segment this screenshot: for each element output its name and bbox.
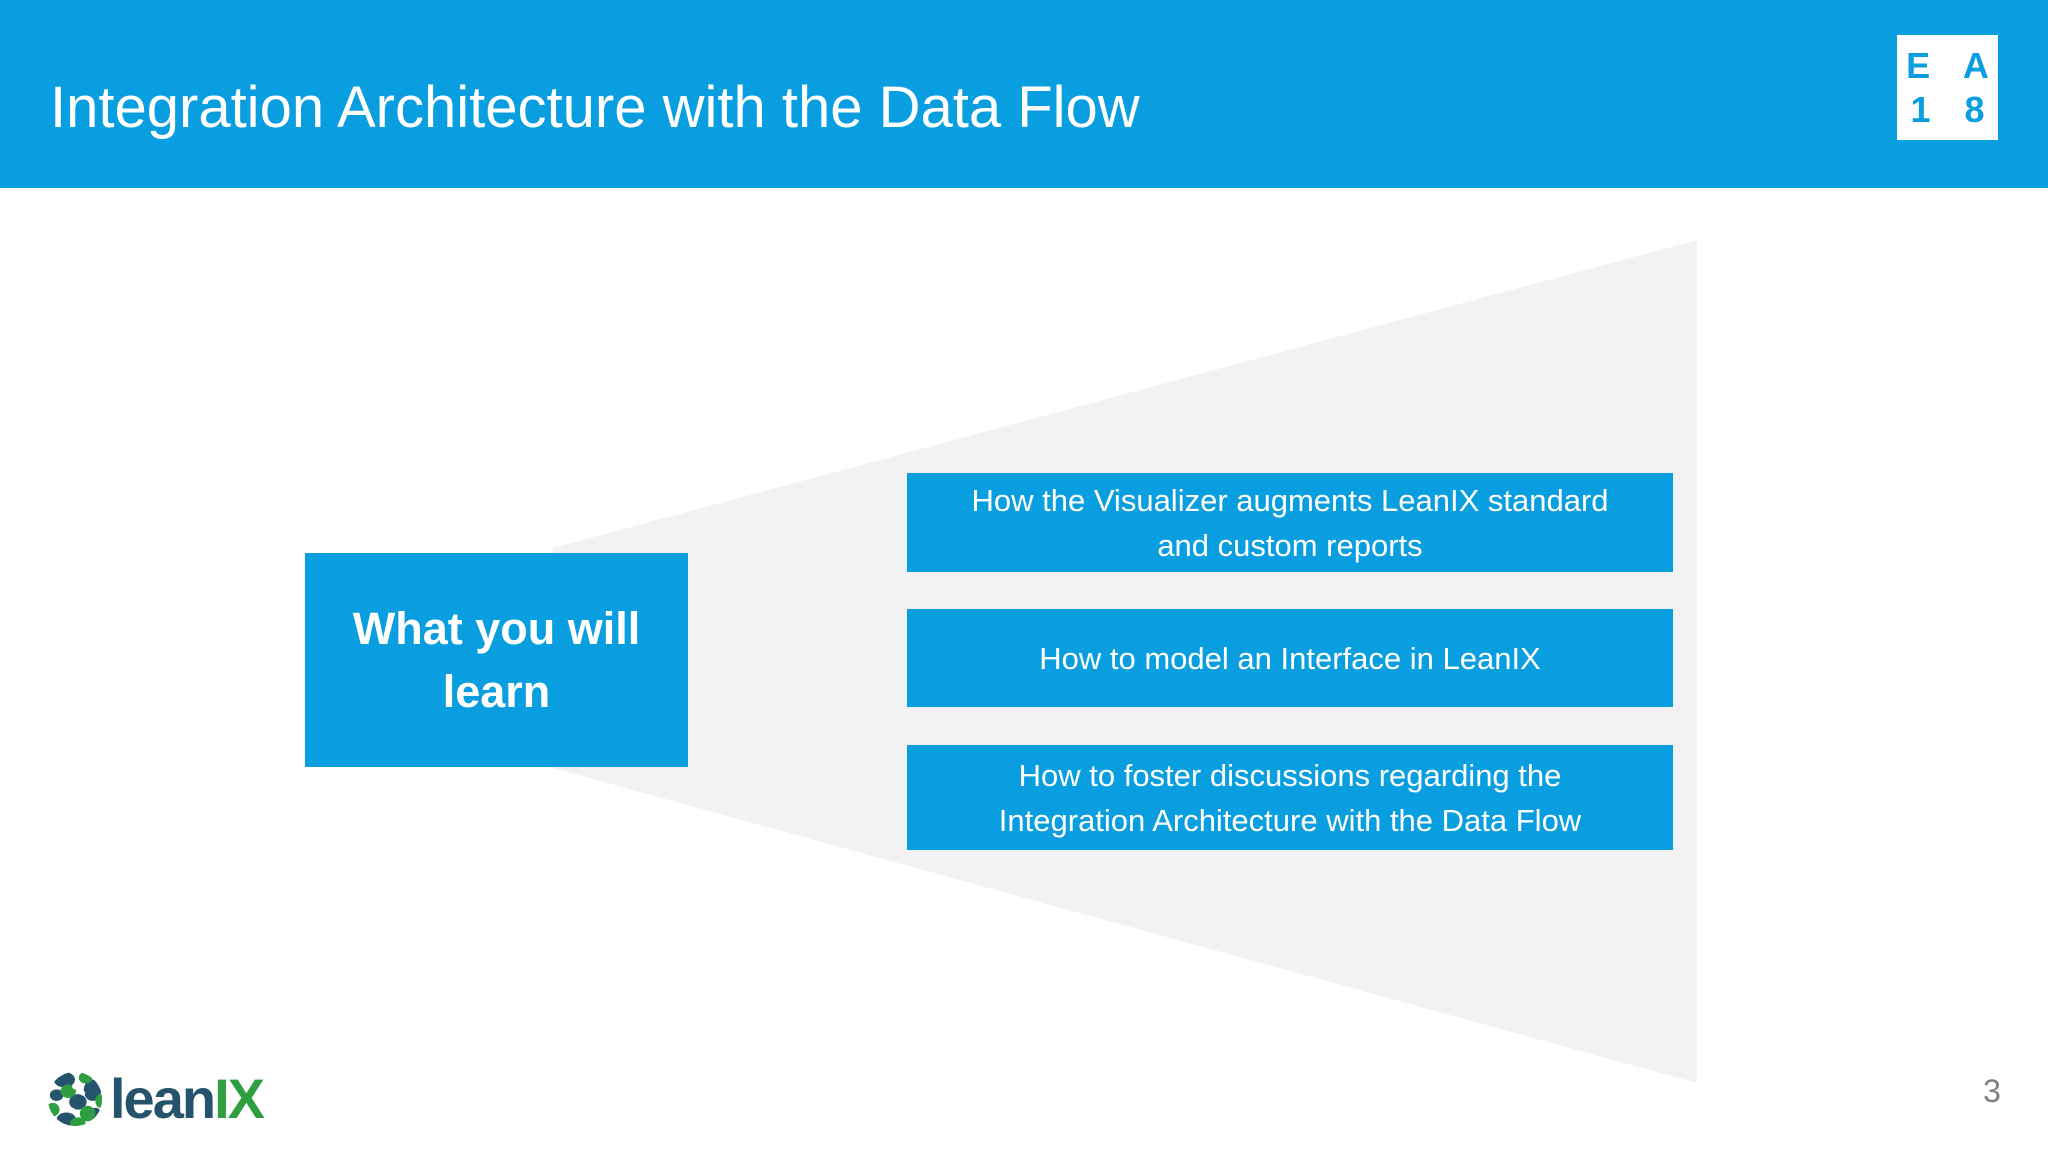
learning-item-1-label: How the Visualizer augments LeanIX stand… — [971, 482, 1609, 563]
lead-box-label: What you will learn — [352, 603, 641, 717]
leanix-wordmark: leanIX — [110, 1067, 265, 1130]
page-number: 3 — [1983, 1073, 2001, 1109]
learning-item-3: How to foster discussions regarding the … — [907, 745, 1673, 850]
ea18-badge-line1: E A — [1906, 44, 2001, 86]
leanix-globe-icon — [47, 1071, 103, 1127]
learning-item-3-label: How to foster discussions regarding the … — [998, 757, 1582, 838]
leanix-logo: leanIX — [46, 1067, 265, 1130]
lead-box-what-you-will-learn: What you will learn — [305, 553, 688, 767]
learning-item-2-label: How to model an Interface in LeanIX — [1039, 640, 1541, 676]
leanix-wordmark-ix: IX — [214, 1067, 265, 1130]
leanix-wordmark-lean: lean — [110, 1067, 216, 1130]
header-bar: Integration Architecture with the Data F… — [0, 0, 2048, 188]
slide-title: Integration Architecture with the Data F… — [50, 75, 1140, 140]
learning-item-2: How to model an Interface in LeanIX — [907, 609, 1673, 707]
learning-item-1: How the Visualizer augments LeanIX stand… — [907, 473, 1673, 572]
ea18-badge-line2: 1 8 — [1910, 88, 1997, 130]
ea18-badge: E A 1 8 — [1897, 35, 1998, 140]
